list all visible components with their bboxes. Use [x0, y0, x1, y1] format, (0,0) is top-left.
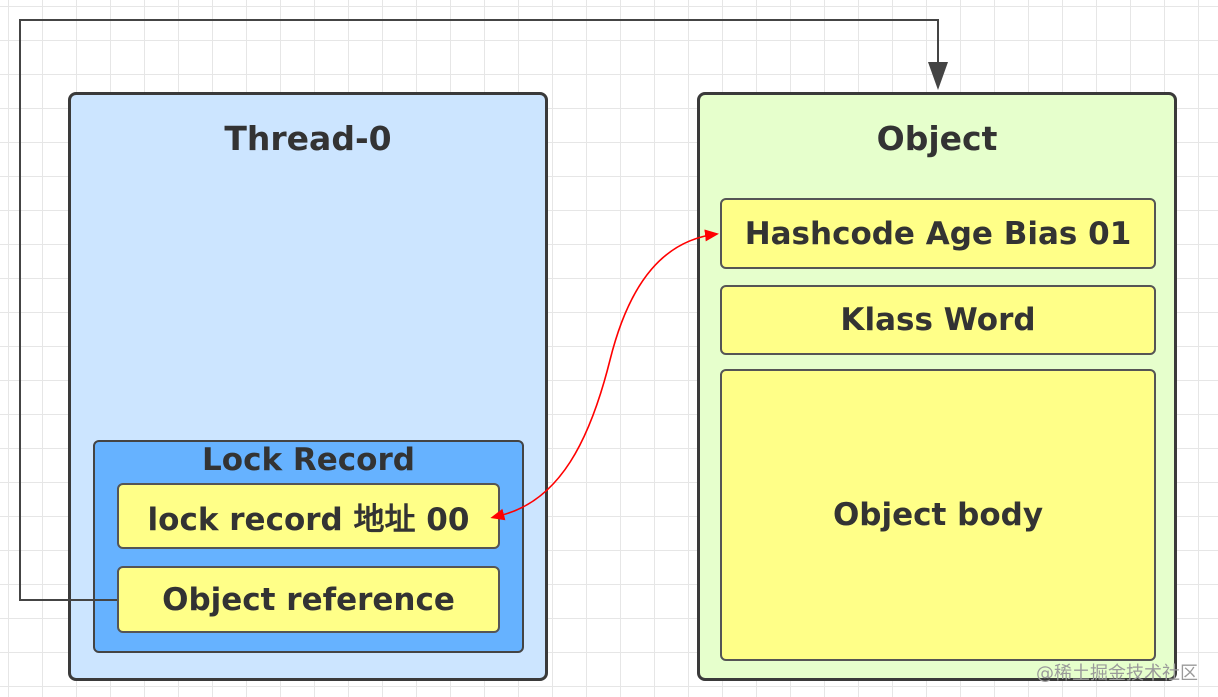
watermark: @稀土掘金技术社区	[1036, 663, 1198, 684]
cas-swap-arrow	[490, 229, 719, 521]
object-reference-arrowhead	[928, 62, 948, 90]
mark-word-field: Hashcode Age Bias 01	[720, 198, 1156, 269]
lock-record-address-field: lock record 地址 00	[117, 483, 500, 549]
object-reference-field: Object reference	[117, 566, 500, 633]
object-title: Object	[876, 118, 998, 158]
lock-record-title: Lock Record	[202, 442, 415, 478]
object-body-field: Object body	[720, 369, 1156, 661]
object-reference-connector	[19, 19, 939, 601]
klass-word-field: Klass Word	[720, 285, 1156, 355]
thread-0-title: Thread-0	[224, 118, 392, 158]
